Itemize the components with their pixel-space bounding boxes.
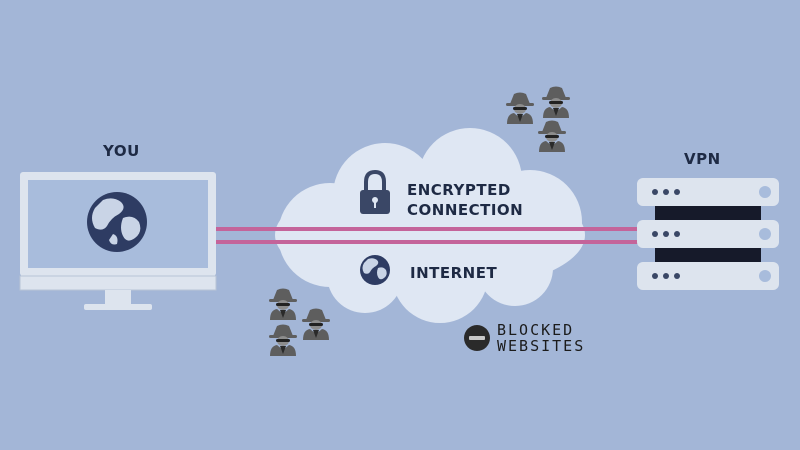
encrypted-label-line2: CONNECTION xyxy=(407,201,524,219)
cloud-shape xyxy=(275,128,585,323)
spy-icon xyxy=(542,86,570,118)
spy-icon xyxy=(269,288,297,320)
server-rack-icon xyxy=(637,178,779,290)
encrypted-connection-label: ENCRYPTED CONNECTION xyxy=(407,180,567,220)
blocked-label-line2: WEBSITES xyxy=(497,337,586,355)
vpn-label: VPN xyxy=(684,150,721,168)
tunnel-over-cloud xyxy=(212,227,642,244)
encrypted-label-line1: ENCRYPTED xyxy=(407,181,511,199)
blocked-websites-label: BLOCKED WEBSITES xyxy=(497,322,617,354)
globe-icon xyxy=(87,192,147,252)
globe-icon xyxy=(360,255,390,285)
you-label: YOU xyxy=(103,142,140,160)
lock-icon xyxy=(360,169,390,214)
spy-group-bottom xyxy=(269,288,330,356)
spy-group-top xyxy=(506,86,570,152)
no-entry-icon xyxy=(464,325,490,351)
spy-icon xyxy=(269,324,297,356)
spy-icon xyxy=(538,120,566,152)
spy-icon xyxy=(506,92,534,124)
internet-label: INTERNET xyxy=(410,264,498,282)
blocked-label-line1: BLOCKED xyxy=(497,321,575,339)
spy-icon xyxy=(302,308,330,340)
